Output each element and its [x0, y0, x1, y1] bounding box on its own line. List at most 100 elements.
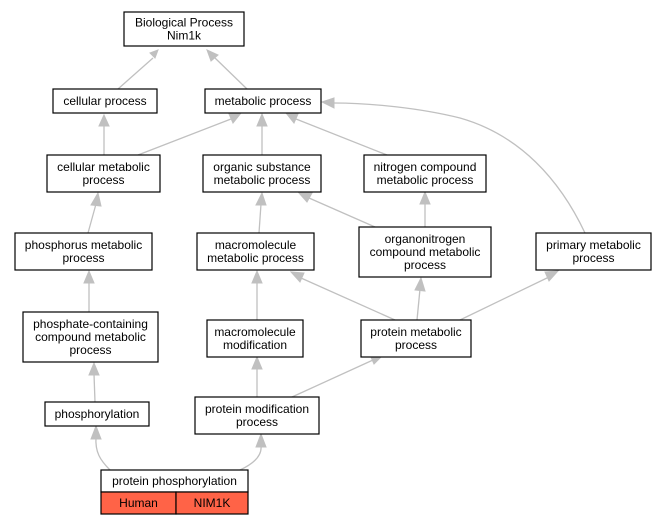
- node-box: [46, 154, 161, 193]
- node-label-line: process: [82, 173, 124, 187]
- node-box: [206, 319, 304, 358]
- arrowhead-icon: [251, 269, 263, 284]
- arrowhead-icon: [88, 361, 100, 376]
- edge-phosphate-to-phosphorus: [83, 269, 95, 312]
- node-phosphorylation[interactable]: phosphorylation: [44, 401, 150, 427]
- edge-macromolecule-mod-to-macromolecule-metabolic: [251, 269, 263, 320]
- node-label-line: modification: [223, 338, 287, 352]
- edge-organonitrogen-to-organic: [297, 192, 376, 228]
- gene-label: NIM1K: [194, 496, 231, 510]
- arrowhead-icon: [255, 432, 267, 448]
- arrowhead-icon: [289, 271, 305, 283]
- edge-protein-metabolic-to-organonitrogen: [414, 276, 426, 321]
- edge-organic-substance-to-metabolic: [256, 112, 268, 155]
- node-label-line: metabolic process: [215, 94, 312, 108]
- edge-phosphorylation-to-phosphate: [88, 361, 100, 403]
- node-cellular-process[interactable]: cellular process: [52, 88, 158, 114]
- arrowhead-icon: [149, 49, 159, 59]
- edge-protein-modification-to-macromolecule-mod: [251, 355, 263, 397]
- node-label-line: process: [572, 251, 614, 265]
- edge-cellular-metabolic-to-cellular: [98, 113, 110, 155]
- node-box: [535, 232, 652, 271]
- arrowhead-icon: [251, 355, 263, 370]
- edge-protein-metabolic-to-primary: [459, 270, 560, 321]
- node-label-line: organic substance: [213, 160, 311, 174]
- node-box: [202, 154, 322, 193]
- node-box: [22, 311, 159, 363]
- node-box: [360, 319, 472, 358]
- node-box: [363, 154, 487, 193]
- node-label-line: phosphorus metabolic: [25, 238, 142, 252]
- arrowhead-icon: [98, 113, 110, 127]
- edge-nitrogen-compound-to-metabolic: [284, 112, 388, 156]
- node-box: [14, 232, 153, 271]
- arrowhead-icon: [320, 97, 335, 109]
- node-label-line: process: [62, 251, 104, 265]
- node-protein-phosphorylation[interactable]: protein phosphorylation: [100, 469, 249, 493]
- node-label-line: process: [69, 343, 111, 357]
- arrowhead-icon: [206, 49, 219, 62]
- node-label-line: phosphate-containing: [33, 317, 148, 331]
- graph-edges: [83, 49, 586, 471]
- gene-cell: [175, 491, 249, 515]
- node-label-line: macromolecule: [214, 325, 296, 339]
- node-box: [196, 232, 315, 271]
- arrowhead-icon: [90, 424, 102, 440]
- edge-primary-metabolic-to-metabolic: [320, 97, 586, 234]
- node-label-line: nitrogen compound: [374, 160, 477, 174]
- edge-cellular-metabolic-to-metabolic: [137, 112, 243, 156]
- node-label-line: organonitrogen: [385, 232, 466, 246]
- edge-protein-phosphorylation-to-protein-modification: [239, 432, 267, 471]
- node-box: [358, 226, 492, 278]
- node-label-line: protein metabolic: [370, 325, 461, 339]
- node-label-line: metabolic process: [377, 173, 474, 187]
- node-label-line: process: [236, 415, 278, 429]
- arrowhead-icon: [414, 276, 426, 292]
- arrowhead-icon: [284, 112, 299, 124]
- node-label-line: Biological Process: [135, 16, 233, 30]
- node-label-line: macromolecule: [215, 238, 297, 252]
- node-box: [123, 11, 245, 47]
- node-label-line: cellular process: [63, 94, 146, 108]
- node-label-line: metabolic process: [207, 251, 304, 265]
- edge-organonitrogen-to-nitrogen: [419, 190, 431, 227]
- node-label-line: process: [395, 338, 437, 352]
- edge-metabolic-process-to-root: [206, 49, 248, 90]
- arrowhead-icon: [297, 192, 313, 203]
- node-label-line: compound metabolic: [35, 330, 146, 344]
- edge-phosphorus-to-cellular-metabolic: [87, 191, 102, 234]
- node-box: [52, 88, 158, 114]
- node-label-line: compound metabolic: [370, 245, 481, 259]
- node-box: [44, 401, 150, 427]
- node-label-line: cellular metabolic: [57, 160, 150, 174]
- edge-protein-modification-to-protein-metabolic: [291, 354, 385, 398]
- node-label-line: phosphorylation: [55, 407, 140, 421]
- arrowhead-icon: [228, 112, 243, 124]
- arrowhead-icon: [544, 270, 560, 282]
- arrowhead-icon: [256, 112, 268, 127]
- arrowhead-icon: [90, 191, 102, 207]
- node-label-line: Nim1k: [167, 29, 202, 43]
- arrowhead-icon: [255, 191, 267, 206]
- node-metabolic-process[interactable]: metabolic process: [204, 88, 322, 114]
- node-label-line: protein modification: [205, 402, 309, 416]
- edge-protein-metabolic-to-macromolecule-metabolic: [289, 271, 396, 321]
- node-box: [204, 88, 322, 114]
- arrowhead-icon: [419, 190, 431, 205]
- edge-cellular-process-to-root: [117, 49, 159, 90]
